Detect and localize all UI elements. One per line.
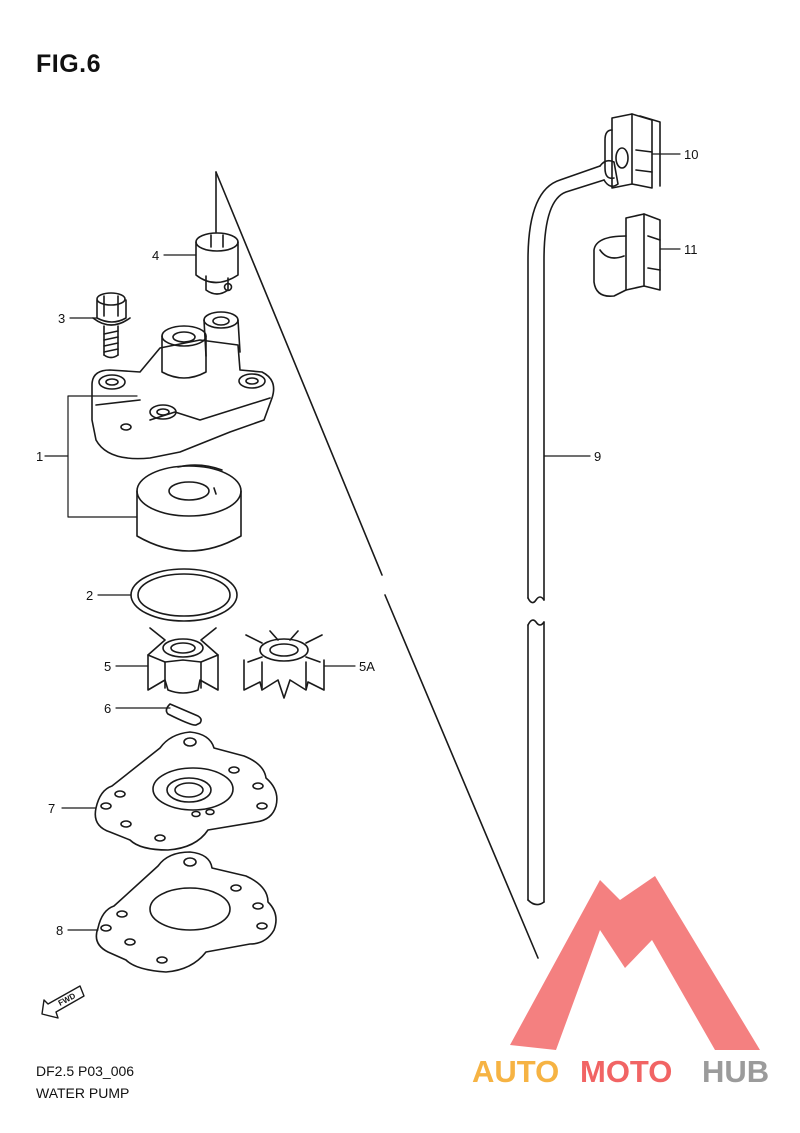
watermark-auto: AUTO [472, 1054, 559, 1089]
section-title: WATER PUMP [36, 1085, 130, 1101]
part-8-gasket [95, 851, 277, 973]
callout-8: 8 [56, 923, 63, 938]
part-10-grommet [604, 113, 661, 189]
part-3-bolt [92, 292, 131, 359]
assembly-line [215, 171, 539, 959]
callout-6: 6 [104, 701, 111, 716]
callout-10: 10 [684, 147, 698, 162]
part-4-collar [195, 171, 239, 295]
leader-lines [44, 153, 681, 931]
callout-3: 3 [58, 311, 65, 326]
watermark-hub: HUB [702, 1054, 769, 1089]
callout-4: 4 [152, 248, 159, 263]
callout-1: 1 [36, 449, 43, 464]
part-5-impeller [147, 627, 219, 694]
part-5a-impeller [243, 630, 325, 699]
part-1-pump-case [67, 311, 275, 552]
callout-5a: 5A [359, 659, 375, 674]
watermark-moto: MOTO [580, 1054, 672, 1089]
part-2-o-ring [130, 568, 238, 622]
callout-9: 9 [594, 449, 601, 464]
part-9-water-tube [527, 159, 619, 906]
callout-labels: 1 2 3 4 5 5A 6 7 8 9 10 11 [36, 147, 698, 938]
callout-5: 5 [104, 659, 111, 674]
callout-7: 7 [48, 801, 55, 816]
watermark-logo: AUTO MOTO HUB [472, 876, 769, 1089]
callout-2: 2 [86, 588, 93, 603]
callout-11: 11 [684, 242, 698, 257]
part-6-pin [165, 703, 202, 726]
part-11-grommet [593, 213, 661, 298]
model-code: DF2.5 P03_006 [36, 1063, 135, 1079]
part-7-plate [94, 731, 278, 851]
figure-title: FIG.6 [36, 50, 102, 78]
fwd-arrow-icon: FWD [41, 985, 85, 1019]
